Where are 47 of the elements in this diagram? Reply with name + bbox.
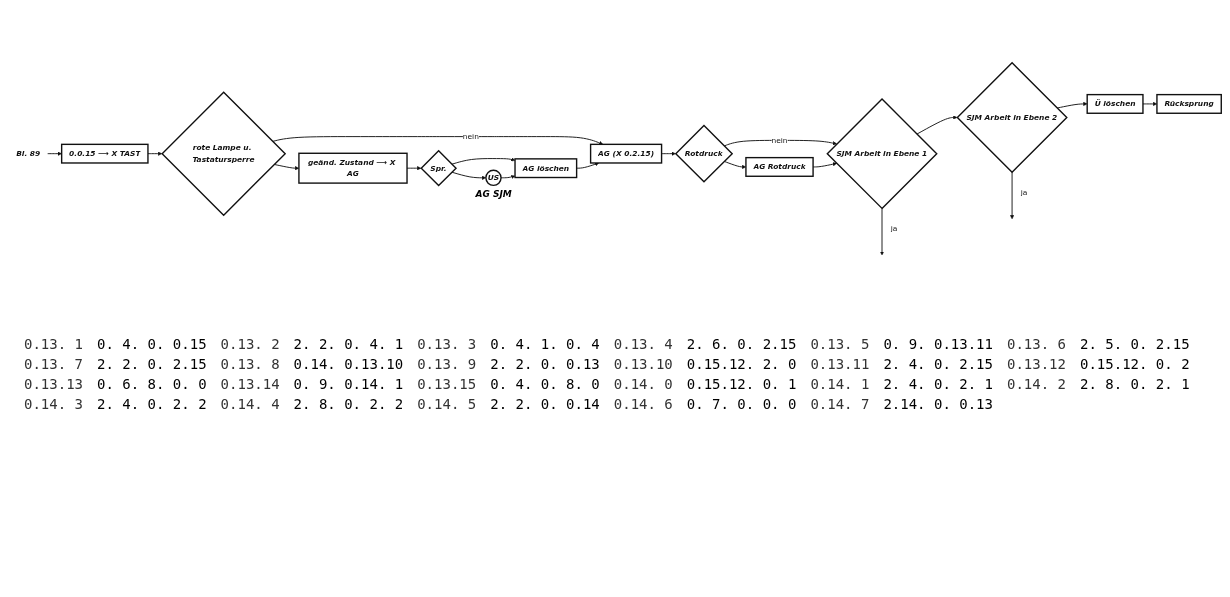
value-text: 2. 2. 0. 0.13 xyxy=(490,356,600,372)
address-text: 0.14. 5 xyxy=(417,396,477,412)
value-text: 0. 4. 0. 0.15 xyxy=(97,336,207,352)
value-text: 2. 2. 0. 4. 1 xyxy=(293,336,404,352)
address-text: 0.14. 4 xyxy=(220,396,280,412)
value-text: 0. 7. 0. 0. 0 xyxy=(686,396,797,412)
value-text: 0.15.12. 0. 1 xyxy=(686,376,797,392)
value-text: 2. 2. 0. 2.15 xyxy=(97,356,207,372)
address-text: 0.14. 6 xyxy=(613,396,673,412)
value-text: 0. 9. 0.14. 1 xyxy=(293,376,404,392)
value-text: 0. 6. 8. 0. 0 xyxy=(97,376,207,392)
value-text: 2. 6. 0. 2.15 xyxy=(686,336,797,352)
value-text: 2. 8. 0. 2. 2 xyxy=(293,396,404,412)
value-text: 2. 4. 0. 2. 2 xyxy=(97,396,207,412)
address-text: 0.13. 2 xyxy=(220,336,280,352)
address-text: 0.13.14 xyxy=(220,376,280,392)
value-text: 2. 8. 0. 2. 1 xyxy=(1080,376,1190,392)
address-text: 0.14. 3 xyxy=(24,396,83,412)
value-text: 2. 4. 0. 2. 1 xyxy=(883,376,993,392)
address-text: 0.13.11 xyxy=(810,356,870,372)
value-text: 2. 5. 0. 2.15 xyxy=(1080,336,1190,352)
value-text: 0.14. 0.13.10 xyxy=(293,356,404,372)
address-text: 0.13. 3 xyxy=(417,336,477,352)
address-text: 0.13. 5 xyxy=(810,336,870,352)
address-text: 0.14. 2 xyxy=(1006,376,1066,392)
address-text: 0.13. 6 xyxy=(1006,336,1066,352)
value-text: 0.15.12. 2. 0 xyxy=(686,356,797,372)
address-text: 0.13. 4 xyxy=(613,336,673,352)
value-text: 0.15.12. 0. 2 xyxy=(1080,356,1190,372)
value-text: 0. 4. 1. 0. 4 xyxy=(490,336,600,352)
address-text: 0.13. 9 xyxy=(417,356,477,372)
address-text: 0.14. 1 xyxy=(810,376,870,392)
value-text: 2.14. 0. 0.13 xyxy=(883,396,993,412)
value-text: 0. 9. 0.13.11 xyxy=(883,336,993,352)
value-text: 2. 4. 0. 2.15 xyxy=(883,356,993,372)
address-text: 0.13.10 xyxy=(613,356,673,372)
address-text: 0.14. 7 xyxy=(810,396,870,412)
side-label: AG SJM xyxy=(475,188,512,199)
address-text: 0.14. 0 xyxy=(613,376,673,392)
address-text: 0.13.13 xyxy=(24,376,83,392)
address-text: 0.13. 1 xyxy=(24,336,83,352)
address-text: 0.13. 8 xyxy=(220,356,280,372)
value-text: 2. 2. 0. 0.14 xyxy=(490,396,600,412)
address-text: 0.13. 7 xyxy=(24,356,83,372)
address-text: 0.13.12 xyxy=(1006,356,1066,372)
value-text: 0. 4. 0. 8. 0 xyxy=(490,376,600,392)
address-text: 0.13.15 xyxy=(417,376,477,392)
